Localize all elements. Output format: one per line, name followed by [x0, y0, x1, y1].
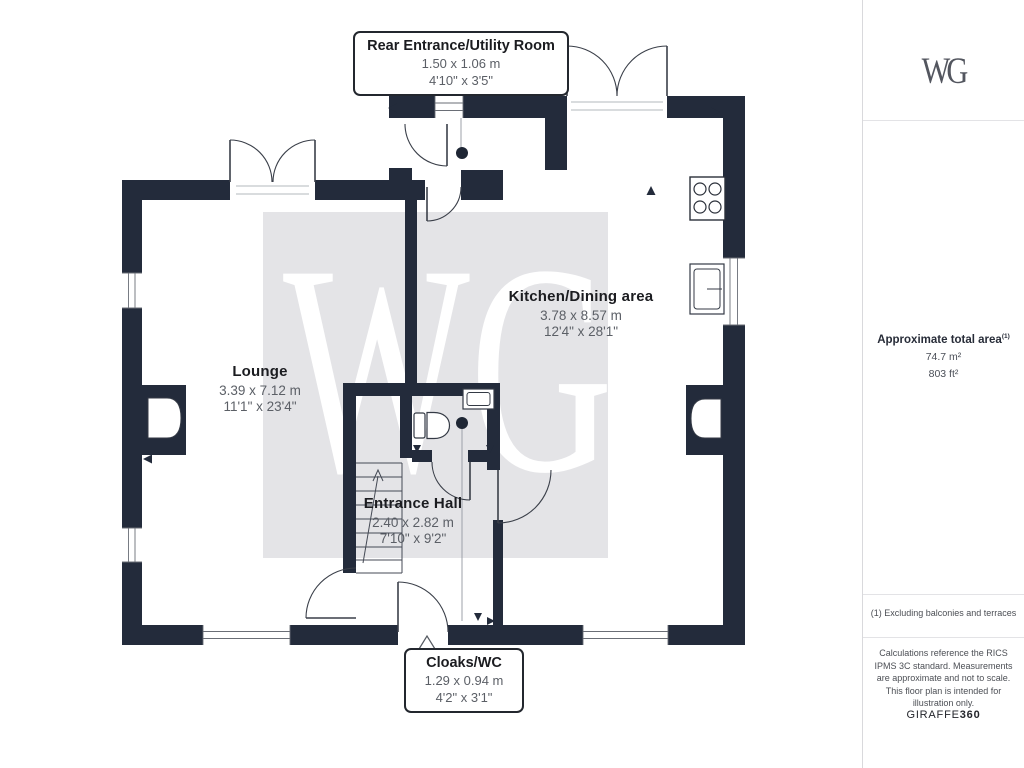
room-name: Entrance Hall — [363, 495, 463, 512]
total-area-m2: 74.7 m² — [925, 350, 962, 363]
brand-monogram: WG — [922, 51, 969, 92]
room-name: Kitchen/Dining area — [508, 288, 654, 305]
room-name: Rear Entrance/Utility Room — [367, 38, 555, 54]
wc-sink-icon — [462, 388, 495, 410]
callout-cloaks-wc: Cloaks/WC 1.29 x 0.94 m 4'2" x 3'1" — [404, 648, 524, 713]
total-area-ft2: 803 ft² — [928, 367, 959, 380]
footnote-ref: (1) — [1001, 333, 1010, 340]
divider — [863, 637, 1024, 638]
fireplace-left — [147, 397, 182, 439]
fixtures — [147, 176, 726, 440]
brand-name: GIRAFFE — [906, 709, 960, 721]
brand-name-bold: 360 — [959, 709, 981, 721]
stove-icon — [689, 176, 726, 221]
room-name: Lounge — [232, 363, 288, 380]
walls — [122, 96, 745, 645]
door-front-entrance — [397, 581, 449, 633]
toilet-icon — [413, 411, 451, 440]
callout-caret — [418, 634, 436, 650]
total-area-block: Approximate total area(1) 74.7 m² 803 ft… — [863, 333, 1024, 380]
stairs-direction-arrow — [362, 468, 384, 564]
staircase — [356, 462, 403, 574]
area-footnote: (1) Excluding balconies and terraces — [870, 608, 1017, 618]
room-dim-metric: 1.29 x 0.94 m — [424, 673, 504, 688]
divider — [863, 120, 1024, 121]
window-utility-top — [434, 96, 464, 118]
watermark-monogram: WG — [283, 203, 613, 535]
french-doors-lounge — [229, 139, 316, 195]
callout-rear-entrance: Rear Entrance/Utility Room 1.50 x 1.06 m… — [353, 31, 569, 96]
divider — [863, 594, 1024, 595]
door-utility-kitchen — [426, 186, 462, 222]
giraffe360-brand: GIRAFFE360 — [863, 709, 1024, 721]
room-dim-imperial: 4'2" x 3'1" — [435, 690, 493, 705]
french-doors-kitchen — [566, 45, 668, 111]
window-left-upper — [122, 272, 142, 309]
door-wc — [431, 461, 471, 501]
info-sidebar: WG Approximate total area(1) 74.7 m² 803… — [862, 0, 1024, 768]
window-left-lower — [122, 527, 142, 563]
camera-points — [456, 147, 468, 429]
room-name: Cloaks/WC — [426, 655, 502, 671]
total-area-title: Approximate total area(1) — [877, 333, 1010, 346]
swing-arrows — [143, 103, 720, 625]
disclaimer-text: Calculations reference the RICS IPMS 3C … — [874, 648, 1013, 708]
room-dim-imperial: 4'10" x 3'5" — [428, 73, 494, 88]
camera-dot-utility — [456, 147, 468, 159]
window-bottom-kitchen — [582, 625, 669, 645]
window-bottom-lounge — [202, 625, 291, 645]
door-lounge-hall — [305, 567, 357, 619]
door-rear-entrance — [404, 123, 448, 167]
doors — [229, 45, 668, 633]
door-hall-kitchen — [497, 469, 552, 524]
watermark: WG — [263, 203, 613, 558]
window-right-kitchen — [723, 257, 745, 326]
room-dim-metric: 1.50 x 1.06 m — [421, 56, 501, 71]
kitchen-sink — [689, 263, 725, 315]
fireplace-right — [690, 398, 722, 439]
camera-dot-hall — [456, 417, 468, 429]
windows — [122, 96, 745, 645]
brand-logo: WG — [863, 50, 1024, 93]
